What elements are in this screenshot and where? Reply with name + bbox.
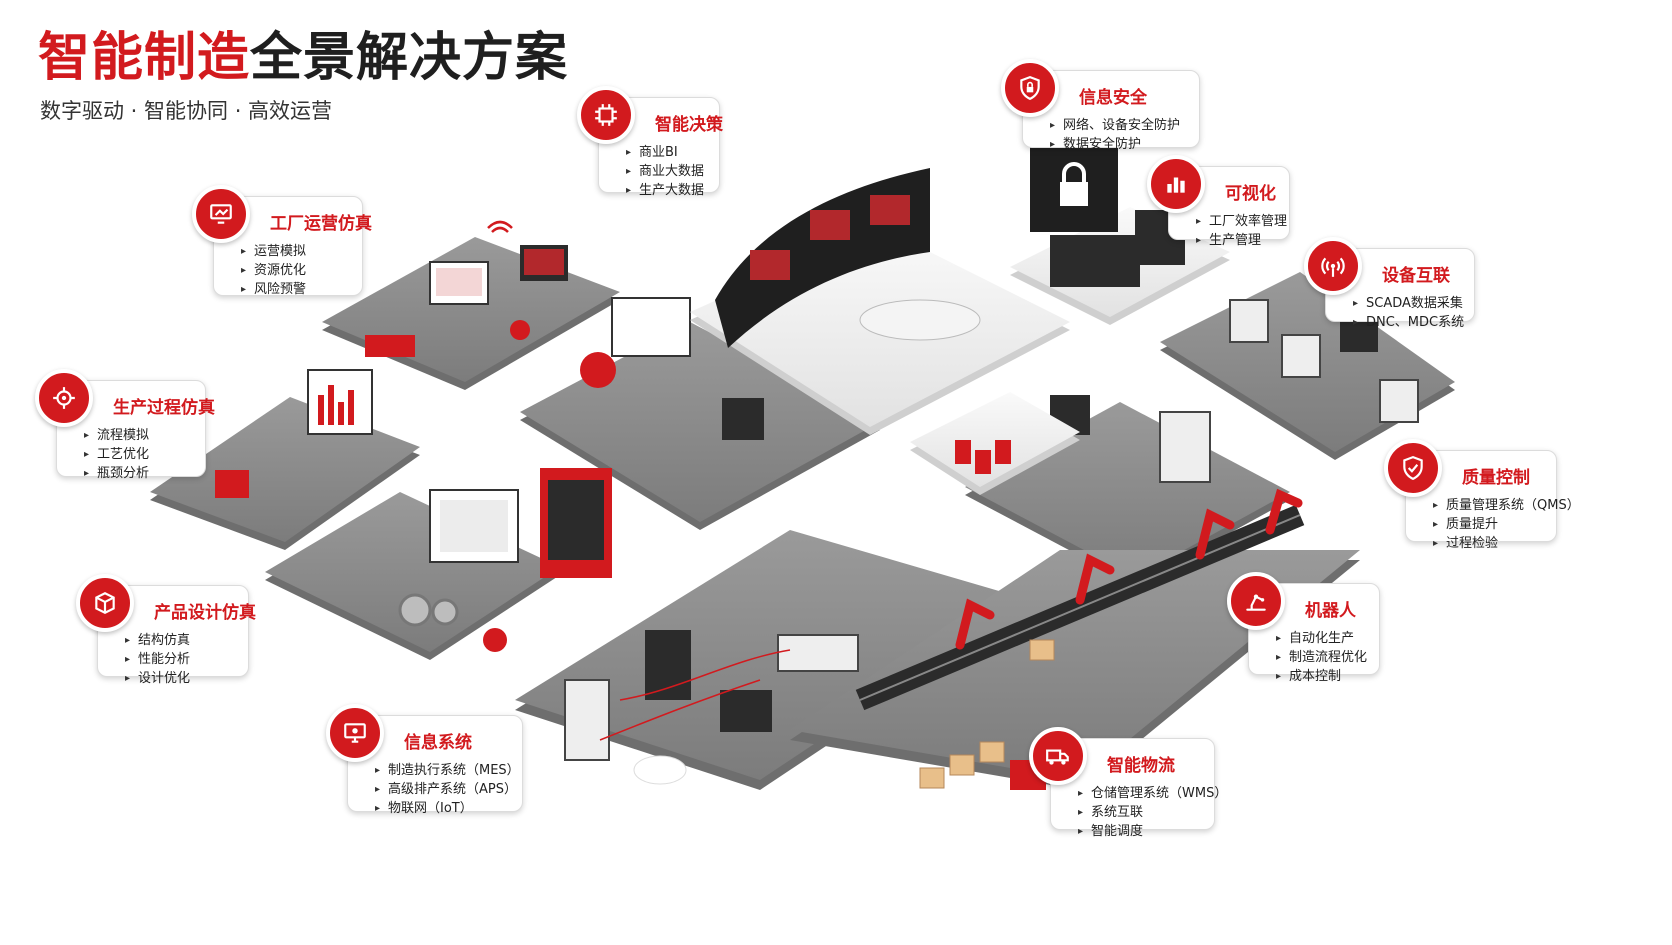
card-title: 产品设计仿真 <box>154 603 256 623</box>
card-item: 性能分析 <box>125 650 236 669</box>
design-cube-icon <box>76 574 134 632</box>
card-items: 运营模拟 资源优化 风险预警 <box>228 242 350 299</box>
card-items: 自动化生产 制造流程优化 成本控制 <box>1263 629 1367 686</box>
card-item: SCADA数据采集 <box>1353 294 1463 313</box>
card-item: 设计优化 <box>125 669 236 688</box>
title-dark-part: 全景解决方案 <box>250 28 569 88</box>
flow-gear-icon <box>35 369 93 427</box>
card-items: 质量管理系统（QMS） 质量提升 过程检验 <box>1420 496 1580 553</box>
card-items: 流程模拟 工艺优化 瓶颈分析 <box>71 426 193 483</box>
card-item: 过程检验 <box>1433 534 1544 553</box>
card-item: 仓储管理系统（WMS） <box>1078 784 1227 803</box>
card-visualization: 可视化 工厂效率管理 生产管理 <box>1147 155 1290 250</box>
card-title: 智能决策 <box>655 115 723 135</box>
card-item: 商业大数据 <box>626 162 707 181</box>
card-title: 设备互联 <box>1382 266 1450 286</box>
card-item: 制造执行系统（MES） <box>375 761 520 780</box>
card-items: 制造执行系统（MES） 高级排产系统（APS） 物联网（IoT） <box>362 761 520 818</box>
card-process-sim: 生产过程仿真 流程模拟 工艺优化 瓶颈分析 <box>35 369 215 483</box>
card-info-system: 信息系统 制造执行系统（MES） 高级排产系统（APS） 物联网（IoT） <box>326 704 523 818</box>
card-title: 质量控制 <box>1462 468 1530 488</box>
card-title: 生产过程仿真 <box>113 398 215 418</box>
platform-factory-sim <box>322 220 620 390</box>
card-item: 生产管理 <box>1196 231 1277 250</box>
card-info-security: 信息安全 网络、设备安全防护 数据安全防护 <box>1001 59 1200 154</box>
shield-lock-icon <box>1001 59 1059 117</box>
card-item: 风险预警 <box>241 280 350 299</box>
page-subtitle: 数字驱动 · 智能协同 · 高效运营 <box>40 99 333 123</box>
platform-process-sim <box>150 369 420 550</box>
card-item: 高级排产系统（APS） <box>375 780 517 799</box>
card-item: 质量管理系统（QMS） <box>1433 496 1580 515</box>
platform-product-sim <box>265 489 560 660</box>
card-item: 瓶颈分析 <box>84 464 193 483</box>
card-items: SCADA数据采集 DNC、MDC系统 <box>1340 294 1464 332</box>
card-items: 仓储管理系统（WMS） 系统互联 智能调度 <box>1065 784 1227 841</box>
card-item: 数据安全防护 <box>1050 135 1187 154</box>
card-item: 工厂效率管理 <box>1196 212 1287 231</box>
card-title: 信息系统 <box>404 733 472 753</box>
card-smart-decision: 智能决策 商业BI 商业大数据 生产大数据 <box>577 86 723 200</box>
card-items: 工厂效率管理 生产管理 <box>1183 212 1287 250</box>
card-item: 系统互联 <box>1078 803 1202 822</box>
page-title: 智能制造全景解决方案 <box>38 26 568 90</box>
card-quality-control: 质量控制 质量管理系统（QMS） 质量提升 过程检验 <box>1384 439 1580 553</box>
card-item: 网络、设备安全防护 <box>1050 116 1187 135</box>
card-items: 商业BI 商业大数据 生产大数据 <box>613 143 707 200</box>
card-item: 自动化生产 <box>1276 629 1367 648</box>
card-title: 可视化 <box>1225 184 1276 204</box>
wireless-signal-icon <box>1304 237 1362 295</box>
truck-icon <box>1029 727 1087 785</box>
monitor-chart-icon <box>192 185 250 243</box>
platform-info-system <box>515 530 1030 790</box>
platform-iot <box>1160 272 1455 460</box>
card-title: 信息安全 <box>1079 88 1147 108</box>
card-robot: 机器人 自动化生产 制造流程优化 成本控制 <box>1227 572 1380 686</box>
card-item: 制造流程优化 <box>1276 648 1367 667</box>
card-item: DNC、MDC系统 <box>1353 313 1464 332</box>
card-item: 物联网（IoT） <box>375 799 510 818</box>
platform-center <box>910 392 1080 495</box>
card-item: 运营模拟 <box>241 242 350 261</box>
bar-chart-icon <box>1147 155 1205 213</box>
card-item: 智能调度 <box>1078 822 1202 841</box>
card-item: 结构仿真 <box>125 631 236 650</box>
card-title: 智能物流 <box>1107 756 1175 776</box>
card-factory-operation-sim: 工厂运营仿真 运营模拟 资源优化 风险预警 <box>192 185 372 299</box>
card-title: 机器人 <box>1305 601 1356 621</box>
platform-production <box>520 297 880 578</box>
card-item: 商业BI <box>626 143 707 162</box>
card-item: 质量提升 <box>1433 515 1544 534</box>
card-equipment-interconnect: 设备互联 SCADA数据采集 DNC、MDC系统 <box>1304 237 1475 332</box>
card-item: 工艺优化 <box>84 445 193 464</box>
platform-decision <box>690 168 1070 435</box>
card-item: 流程模拟 <box>84 426 193 445</box>
card-items: 结构仿真 性能分析 设计优化 <box>112 631 236 688</box>
card-item: 生产大数据 <box>626 181 707 200</box>
card-title: 工厂运营仿真 <box>270 214 372 234</box>
monitor-icon <box>326 704 384 762</box>
shield-check-icon <box>1384 439 1442 497</box>
chip-icon <box>577 86 635 144</box>
card-item: 资源优化 <box>241 261 350 280</box>
card-item: 成本控制 <box>1276 667 1367 686</box>
card-smart-logistics: 智能物流 仓储管理系统（WMS） 系统互联 智能调度 <box>1029 727 1227 841</box>
robot-arm-icon <box>1227 572 1285 630</box>
card-items: 网络、设备安全防护 数据安全防护 <box>1037 116 1187 154</box>
platform-robot <box>790 488 1360 790</box>
title-red-part: 智能制造 <box>38 28 251 88</box>
card-product-design-sim: 产品设计仿真 结构仿真 性能分析 设计优化 <box>76 574 256 688</box>
